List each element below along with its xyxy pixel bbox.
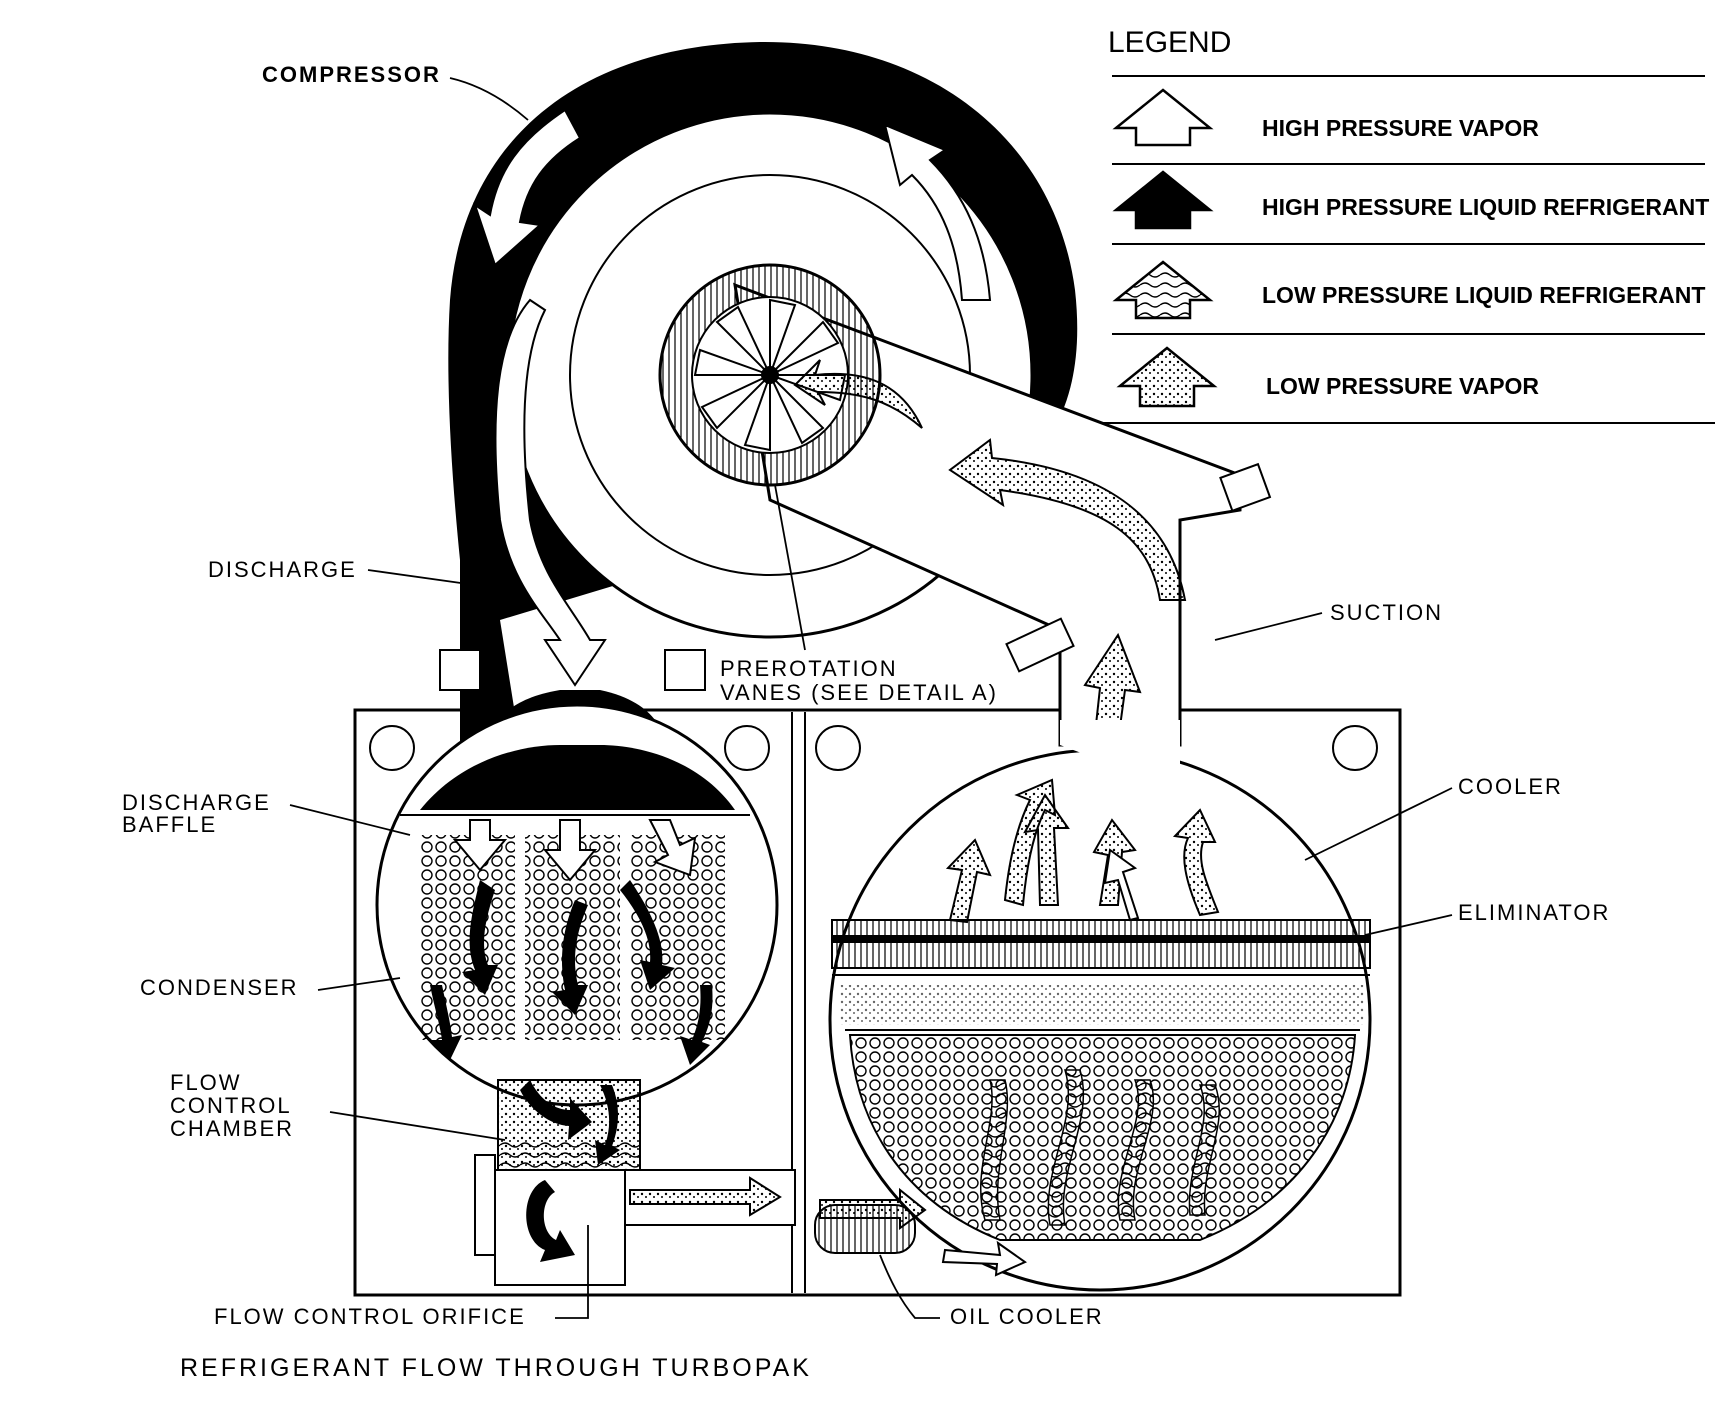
legend-item: HIGH PRESSURE LIQUID REFRIGERANT (1112, 170, 1709, 230)
hp-vapor-arrow (494, 298, 607, 687)
impeller (693, 298, 847, 452)
label-flow-control-chamber: CHAMBER (170, 1116, 294, 1141)
label-suction: SUCTION (1330, 600, 1443, 625)
mount-hole (1332, 725, 1378, 771)
label-cooler: COOLER (1458, 774, 1563, 799)
flow-control-orifice (474, 1154, 796, 1286)
hp-vapor-arrow (452, 819, 697, 882)
legend-title: LEGEND (1108, 26, 1231, 59)
solid-arrow-up-icon (1112, 170, 1214, 230)
condenser (375, 690, 779, 1107)
lp-vapor-arrow (1103, 848, 1140, 922)
label-flow-control-chamber: CONTROL (170, 1093, 292, 1118)
lp-vapor-arrow (945, 778, 1220, 924)
hp-liquid-arrow (430, 880, 713, 1065)
stippled-arrow-up-icon (1116, 346, 1218, 408)
mount-hole (369, 725, 415, 771)
label-flow-control-chamber: FLOW (170, 1070, 242, 1095)
label-flow-control-orifice: FLOW CONTROL ORIFICE (214, 1304, 526, 1329)
legend-label: LOW PRESSURE VAPOR (1266, 373, 1539, 399)
flow-control-chamber (497, 1079, 641, 1171)
wavy-arrow-up-icon (1112, 260, 1214, 320)
lp-vapor-arrow (948, 438, 1187, 601)
label-prerotation-vanes: PREROTATION (720, 656, 898, 681)
mount-hole (815, 725, 861, 771)
label-discharge: DISCHARGE (208, 557, 357, 582)
label-prerotation-vanes: VANES (SEE DETAIL A) (720, 680, 998, 705)
legend-label: HIGH PRESSURE LIQUID REFRIGERANT (1262, 194, 1709, 220)
lp-liquid-arrow (819, 1187, 927, 1230)
legend-item: HIGH PRESSURE VAPOR (1112, 88, 1539, 147)
mount-hole (724, 725, 770, 771)
legend-item: LOW PRESSURE LIQUID REFRIGERANT (1112, 260, 1705, 320)
diagram-caption: REFRIGERANT FLOW THROUGH TURBOPAK (180, 1354, 812, 1382)
cooler (828, 720, 1372, 1292)
callouts: COMPRESSOR DISCHARGE DISCHARGE BAFFLE CO… (122, 62, 1610, 1329)
eliminator (831, 919, 1371, 969)
lp-liquid-arrow (980, 1069, 1220, 1226)
label-condenser: CONDENSER (140, 975, 299, 1000)
compressor (439, 41, 1272, 802)
legend-label: HIGH PRESSURE VAPOR (1262, 115, 1539, 141)
legend-label: LOW PRESSURE LIQUID REFRIGERANT (1262, 282, 1705, 308)
outline-arrow-up-icon (1112, 88, 1214, 147)
hp-vapor-arrow (473, 108, 582, 267)
lp-liquid-arrow (629, 1176, 782, 1217)
hp-vapor-arrow (883, 123, 992, 301)
label-discharge-baffle: DISCHARGE (122, 790, 271, 815)
inlet-vapor-arrow (793, 359, 923, 429)
label-eliminator: ELIMINATOR (1458, 900, 1610, 925)
legend-item: LOW PRESSURE VAPOR (1116, 346, 1539, 408)
label-compressor: COMPRESSOR (262, 62, 441, 87)
label-oil-cooler: OIL COOLER (950, 1304, 1104, 1329)
label-discharge-baffle: BAFFLE (122, 812, 217, 837)
legend: LEGEND HIGH PRESSURE VAPOR HIGH PRESSURE… (1100, 26, 1715, 424)
oil-cooler (814, 1187, 1028, 1277)
